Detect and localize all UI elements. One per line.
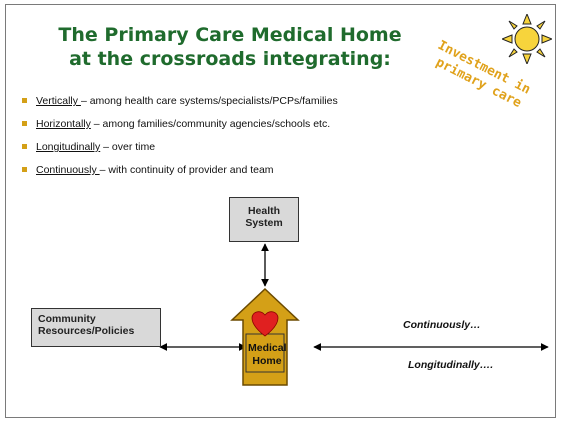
bullet-term: Vertically — [36, 95, 81, 107]
community-line-1: Community — [38, 313, 96, 325]
health-system-line-2: System — [245, 217, 283, 229]
community-resources-box: Community Resources/Policies — [31, 308, 161, 347]
bullet-marker-icon — [22, 167, 27, 172]
medical-home-line-2: Home — [252, 355, 282, 367]
bullet-text: – over time — [100, 141, 156, 153]
bullet-marker-icon — [22, 98, 27, 103]
bullet-text: – with continuity of provider and team — [99, 164, 274, 176]
longitudinally-label: Longitudinally…. — [408, 359, 494, 371]
continuously-label: Continuously… — [403, 319, 481, 331]
bullet-item: Vertically – among health care systems/s… — [22, 94, 482, 117]
community-line-2: Resources/Policies — [38, 325, 135, 337]
bullet-text: – among families/community agencies/scho… — [90, 118, 331, 130]
slide-title: The Primary Care Medical Home at the cro… — [30, 23, 430, 71]
bullet-term: Longitudinally — [36, 141, 101, 153]
bullet-marker-icon — [22, 144, 27, 149]
bullet-marker-icon — [22, 121, 27, 126]
bullet-item: Continuously – with continuity of provid… — [22, 163, 482, 186]
bullet-item: Horizontally – among families/community … — [22, 117, 482, 140]
health-system-box: Health System — [229, 197, 299, 242]
bullet-term: Continuously — [36, 164, 100, 176]
bullet-item: Longitudinally – over time — [22, 140, 482, 163]
medical-home-label: Medical Home — [248, 342, 287, 368]
medical-home-box — [245, 333, 285, 373]
sun-icon — [502, 14, 552, 64]
bullet-term: Horizontally — [36, 118, 91, 130]
slide-frame — [5, 4, 556, 418]
title-line-2: at the crossroads integrating: — [69, 48, 391, 70]
bullet-list: Vertically – among health care systems/s… — [22, 94, 482, 186]
title-line-1: The Primary Care Medical Home — [58, 24, 402, 46]
heart-icon — [251, 311, 279, 337]
medical-home-line-1: Medical — [248, 342, 287, 354]
health-system-line-1: Health — [247, 205, 281, 217]
bullet-text: – among health care systems/specialists/… — [80, 95, 338, 107]
